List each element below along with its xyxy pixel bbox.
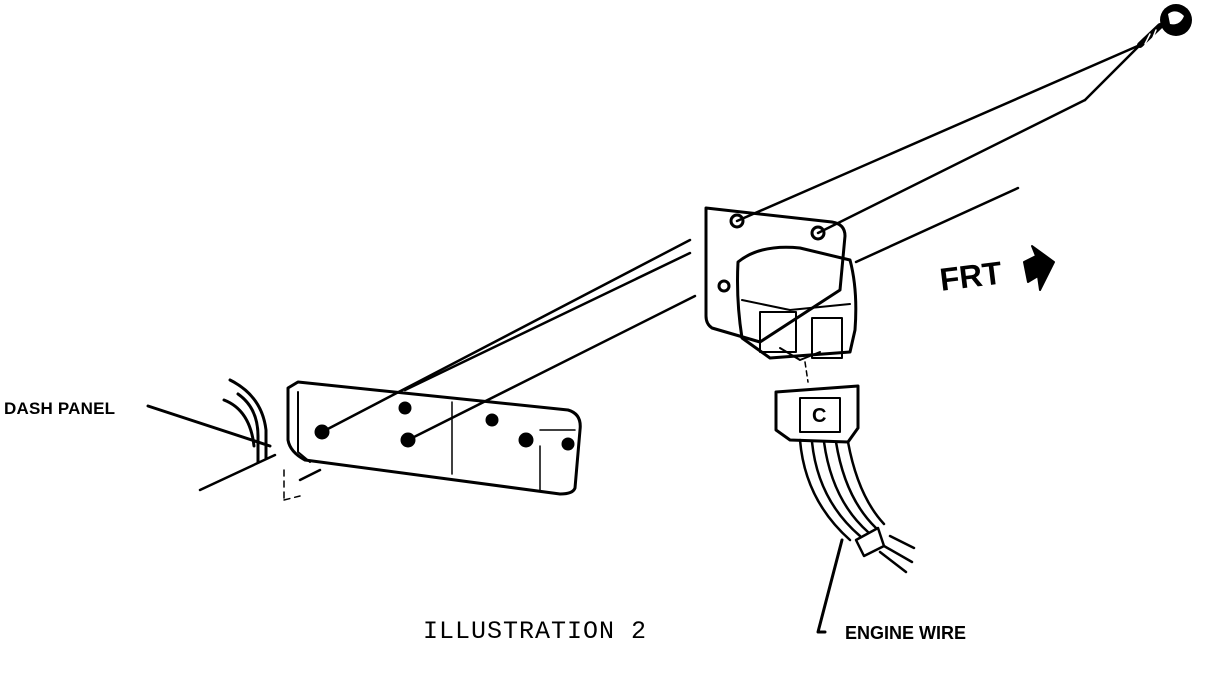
- illustration-caption: ILLUSTRATION 2: [423, 617, 648, 646]
- leader-lines: [146, 404, 844, 634]
- front-arrow-icon: [1023, 245, 1055, 291]
- engine-wire-label: ENGINE WIRE: [845, 623, 967, 643]
- svg-text:C: C: [812, 405, 826, 427]
- sensor-plate: [704, 206, 847, 344]
- sensor-body: [736, 245, 858, 383]
- screw-icon: [1137, 4, 1192, 48]
- engine-wire-harness: [798, 438, 916, 574]
- dash-panel-label: DASH PANEL: [4, 399, 116, 418]
- engine-wire-connector: C: [774, 384, 860, 444]
- mounting-bracket: [286, 380, 582, 496]
- front-direction-label: FRT: [937, 254, 1004, 298]
- alignment-lines: [198, 43, 1142, 492]
